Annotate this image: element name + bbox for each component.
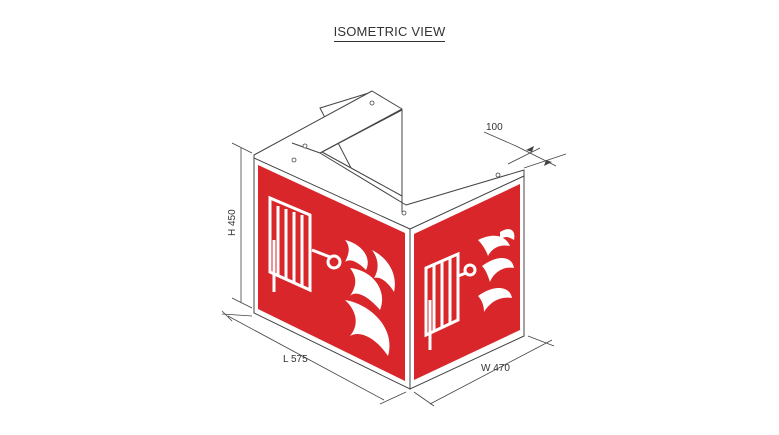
left-sign-panel — [253, 157, 411, 390]
flame-icon — [478, 229, 515, 312]
screw-holes — [291, 100, 501, 216]
right-sign-panel — [409, 175, 525, 390]
fire-hose-reel-icon — [424, 251, 477, 350]
view-title: ISOMETRIC VIEW — [0, 24, 779, 42]
mounting-bracket — [253, 90, 525, 237]
fire-hose-reel-icon — [268, 195, 342, 293]
width-dimension-label: W 470 — [481, 363, 510, 374]
length-dimension-label: L 575 — [283, 354, 308, 365]
dimension-lines — [221, 131, 567, 407]
height-dimension-label: H 450 — [227, 209, 238, 236]
dimension-arrows — [526, 146, 552, 166]
view-title-text: ISOMETRIC VIEW — [333, 24, 446, 42]
depth-dimension-label: 100 — [486, 122, 503, 133]
flame-icon — [345, 240, 395, 356]
